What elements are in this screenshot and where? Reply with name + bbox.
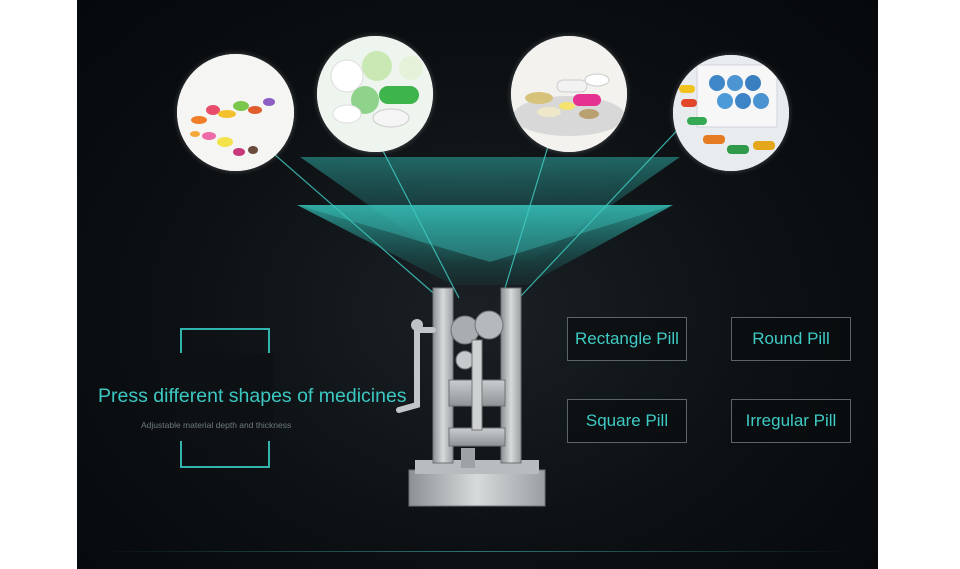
round-pill-label: Round Pill: [731, 317, 851, 361]
subheadline: Adjustable material depth and thickness: [141, 420, 292, 430]
tablet-press-machine-icon: [396, 287, 546, 507]
light-beam-icon: [177, 119, 688, 507]
product-banner: Press different shapes of medicines Adju…: [77, 0, 878, 569]
pill-photo-circle: [317, 36, 433, 152]
divider: [97, 551, 858, 552]
irregular-pill-label: Irregular Pill: [731, 399, 851, 443]
rectangle-pill-label: Rectangle Pill: [567, 317, 687, 361]
headline: Press different shapes of medicines: [98, 385, 407, 407]
pill-photo-circle: [177, 54, 294, 171]
pill-photo-circle: [673, 55, 789, 171]
square-pill-label: Square Pill: [567, 399, 687, 443]
pill-photo-circle: [511, 36, 627, 152]
